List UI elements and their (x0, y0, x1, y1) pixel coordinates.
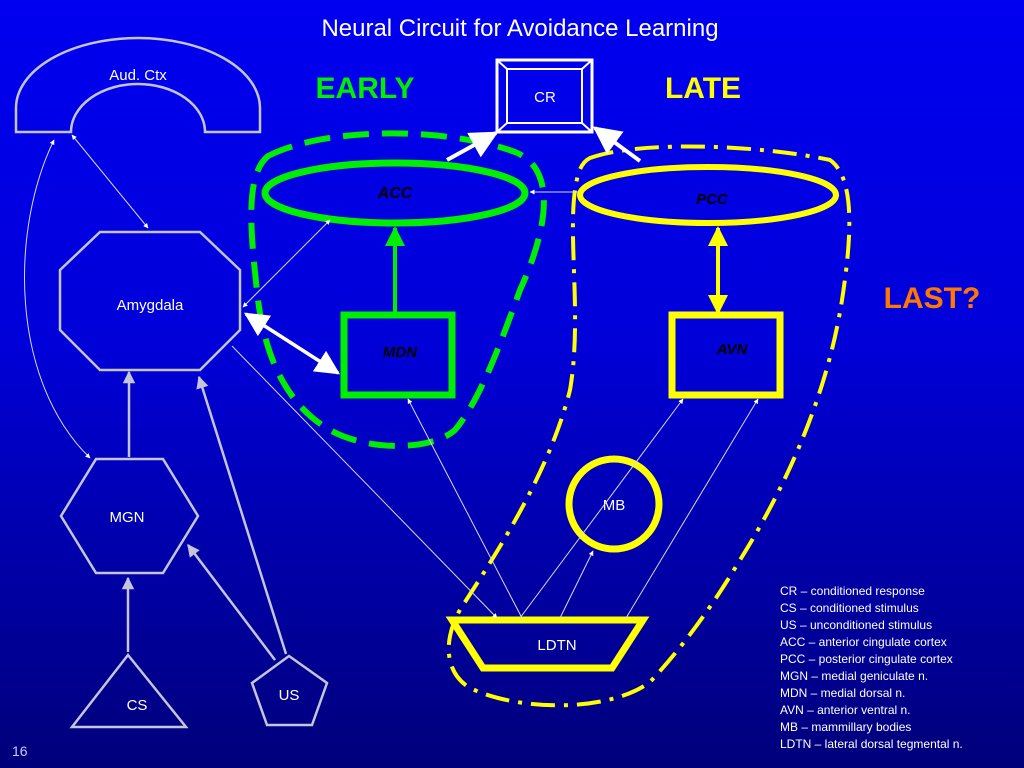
amygdala-acc-link (242, 219, 331, 308)
legend: CR – conditioned response CS – condition… (780, 584, 963, 751)
early-label: EARLY (316, 72, 415, 105)
legend-item: CS – conditioned stimulus (780, 601, 919, 615)
legend-item: LDTN – lateral dorsal tegmental n. (780, 737, 963, 751)
connections (24, 126, 759, 661)
legend-item: MDN – medial dorsal n. (780, 686, 905, 700)
legend-item: ACC – anterior cingulate cortex (780, 635, 947, 649)
cr-box-outer (495, 58, 594, 134)
avn-node (668, 311, 784, 399)
us-mgn-link (187, 544, 276, 661)
audctx-mgn-link (24, 139, 91, 459)
us-amygdala-link (196, 375, 288, 655)
ldtn-label: LDTN (537, 637, 576, 654)
slide-title: Neural Circuit for Avoidance Learning (321, 15, 718, 42)
late-label: LATE (665, 72, 741, 105)
aud-ctx-shape (14, 36, 262, 134)
ldtn-mb-link (559, 550, 594, 619)
ldtn-avn-link-b (625, 398, 759, 619)
mgn-label: MGN (110, 509, 145, 526)
legend-item: MGN – medial geniculate n. (780, 669, 928, 683)
early-region-outline (248, 130, 547, 449)
avn-label: AVN (716, 341, 749, 358)
amygdala-label: Amygdala (117, 297, 184, 314)
aud-ctx-label: Aud. Ctx (109, 67, 167, 84)
amygdala-ldtn-link (231, 345, 498, 619)
acc-cr-link (446, 131, 499, 162)
audctx-amygdala-link (71, 134, 149, 229)
cr-label: CR (534, 89, 556, 106)
acc-label: ACC (377, 185, 413, 202)
legend-item: PCC – posterior cingulate cortex (780, 652, 953, 666)
legend-item: CR – conditioned response (780, 584, 925, 598)
legend-item: AVN – anterior ventral n. (780, 703, 911, 717)
amygdala-mdn-link (243, 312, 341, 375)
pcc-cr-link (592, 126, 642, 163)
us-node (250, 654, 329, 727)
legend-item: US – unconditioned stimulus (780, 618, 932, 632)
legend-item: MB – mammillary bodies (780, 720, 911, 734)
ldtn-node (445, 616, 650, 672)
ldtn-avn-link-a (519, 398, 684, 619)
cs-node (69, 652, 189, 729)
last-label: LAST? (884, 282, 981, 315)
mb-node (565, 455, 663, 553)
acc-node (261, 159, 529, 227)
mdn-label: MDN (383, 344, 418, 361)
cr-box-inner (506, 68, 583, 124)
us-label: US (279, 687, 300, 704)
cs-label: CS (127, 697, 148, 714)
late-region-outline (446, 144, 852, 708)
ldtn-mdn-link (407, 398, 523, 619)
mdn-node (340, 311, 456, 399)
page-number: 16 (12, 743, 28, 759)
pcc-label: PCC (696, 191, 729, 208)
mgn-node (59, 457, 200, 575)
pcc-node (577, 164, 839, 226)
mb-label: MB (603, 497, 626, 514)
